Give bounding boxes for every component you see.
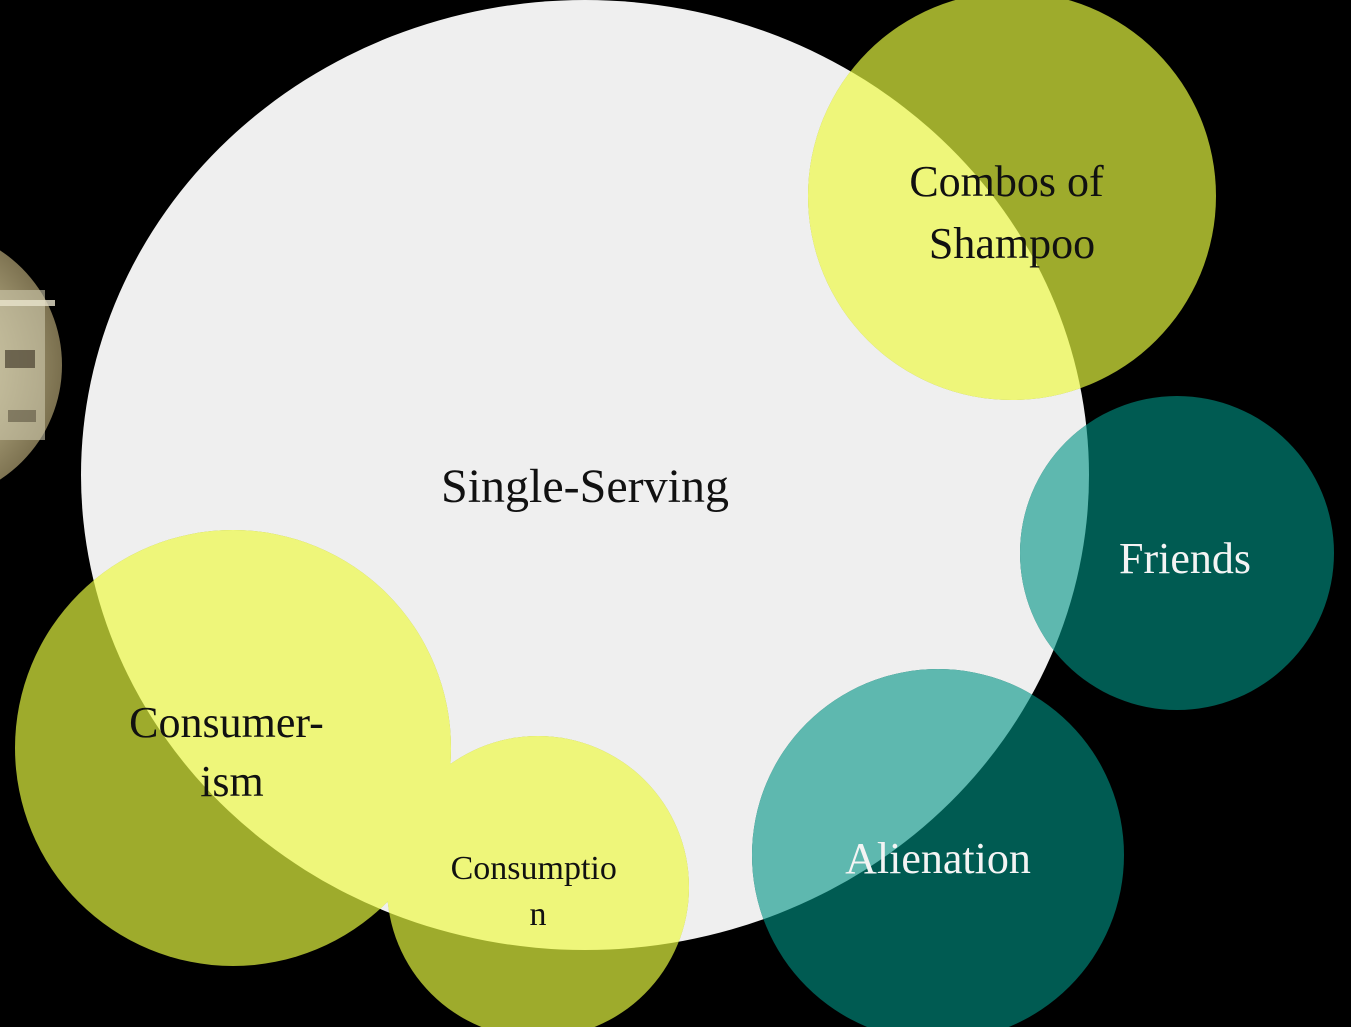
consumption-label-line-2: n bbox=[530, 896, 547, 933]
consumption-overlap-region bbox=[387, 736, 689, 950]
friends-label-line-1: Friends bbox=[1119, 534, 1251, 583]
combos-label-line-2: Shampoo bbox=[929, 219, 1095, 268]
consumerism-label-line-2: ism bbox=[200, 757, 264, 806]
consumption-label: Consumptio n bbox=[451, 850, 626, 933]
alienation-label: Alienation bbox=[845, 834, 1031, 883]
alienation-label-line-1: Alienation bbox=[845, 834, 1031, 883]
center-label: Single-Serving bbox=[441, 460, 729, 513]
shampoo-bottle-photo bbox=[0, 250, 62, 480]
consumerism-label-line-1: Consumer- bbox=[129, 698, 324, 747]
combos-label-line-1: Combos of bbox=[909, 157, 1104, 206]
friends-circle bbox=[1020, 396, 1334, 710]
combos-of-shampoo-label: Combos of Shampoo bbox=[909, 157, 1114, 268]
consumerism-label: Consumer- ism bbox=[129, 698, 335, 806]
consumption-label-line-1: Consumptio bbox=[451, 850, 617, 887]
friends-label: Friends bbox=[1119, 534, 1251, 583]
